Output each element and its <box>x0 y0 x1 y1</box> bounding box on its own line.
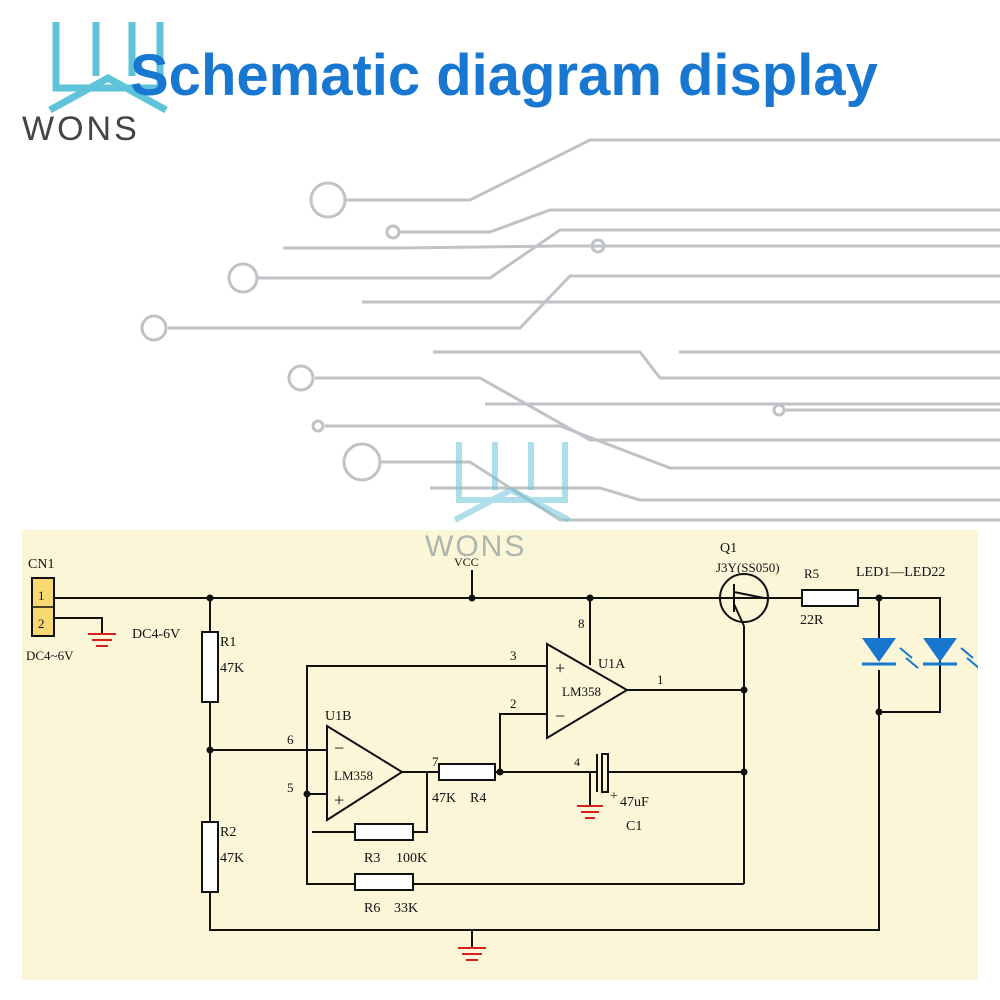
r2-value: 47K <box>220 851 244 866</box>
cn1-pin2: 2 <box>38 616 45 631</box>
vcc-label: VCC <box>454 555 479 569</box>
c1-value: 47uF <box>620 795 649 810</box>
r2-ref: R2 <box>220 825 236 840</box>
q1-ref: Q1 <box>720 541 737 556</box>
brand-name: WONS <box>22 110 140 148</box>
wire-left-rail <box>209 598 880 931</box>
connector-cn1: CN1 1 2 DC4~6V <box>26 557 74 663</box>
u1a-part: LM358 <box>562 684 601 699</box>
u1a-pin2: 2 <box>510 696 517 711</box>
r1-value: 47K <box>220 661 244 676</box>
r5-value: 22R <box>800 613 824 628</box>
wire-u1b-plus <box>306 793 744 885</box>
u1b-pin7: 7 <box>432 754 439 769</box>
wons-logo-mark <box>48 22 168 114</box>
page-title: Schematic diagram display <box>130 43 878 108</box>
r4-ref: R4 <box>470 791 486 806</box>
resistor-r2: R2 47K <box>201 821 244 893</box>
u1a-pin8: 8 <box>578 616 585 631</box>
wire-u1a-minus <box>499 713 547 772</box>
u1a-minus: − <box>555 706 565 726</box>
u1a-ref: U1A <box>598 657 626 672</box>
opamp-u1a: U1A LM358 + − 3 2 1 8 <box>510 616 664 740</box>
r6-ref: R6 <box>364 901 380 916</box>
u1a-plus: + <box>555 658 565 678</box>
opamp-u1b: U1B LM358 − + 6 5 7 <box>287 709 439 822</box>
wire-u1a-plus-feed <box>306 665 547 794</box>
led-array: LED1—LED22 <box>856 565 978 669</box>
cn1-supply: DC4~6V <box>26 648 74 663</box>
c1-pin: 4 <box>574 755 580 769</box>
r3-ref: R3 <box>364 851 380 866</box>
r6-value: 33K <box>394 901 418 916</box>
ground-symbol <box>88 633 603 961</box>
watermark-text: WONS <box>425 530 527 563</box>
u1b-plus: + <box>334 790 344 810</box>
resistor-r4: 47K R4 <box>432 763 496 806</box>
r3-value: 100K <box>396 851 427 866</box>
wire-u1b-out <box>402 771 428 833</box>
schematic-diagram: CN1 1 2 DC4~6V DC4-6V VCC R1 47K R2 47K … <box>26 541 978 961</box>
c1-ref: C1 <box>626 819 642 834</box>
watermark-logo <box>453 442 571 523</box>
capacitor-c1: 4 + 47uF C1 <box>574 753 649 834</box>
resistor-r6: R6 33K <box>354 873 418 916</box>
u1b-pin5: 5 <box>287 780 294 795</box>
u1b-pin6: 6 <box>287 732 294 747</box>
resistor-r3: R3 100K <box>354 823 427 866</box>
c1-plus: + <box>610 789 618 804</box>
r4-value: 47K <box>432 791 456 806</box>
cn1-pin1: 1 <box>38 588 45 603</box>
cn1-ref: CN1 <box>28 557 54 572</box>
wire-cn1-pin2 <box>50 617 103 634</box>
r5-ref: R5 <box>804 566 819 581</box>
u1b-minus: − <box>334 738 344 758</box>
transistor-q1: Q1 J3Y(SS050) <box>716 541 780 627</box>
u1b-ref: U1B <box>325 709 351 724</box>
led-label: LED1—LED22 <box>856 565 945 580</box>
wire-r5-out <box>858 597 941 713</box>
u1a-pin1: 1 <box>657 672 664 687</box>
q1-part: J3Y(SS050) <box>716 560 780 575</box>
resistor-r5: R5 22R <box>800 566 859 628</box>
u1b-part: LM358 <box>334 768 373 783</box>
u1a-pin3: 3 <box>510 648 517 663</box>
supply-label: DC4-6V <box>132 627 180 642</box>
resistor-r1: R1 47K <box>201 631 244 703</box>
r1-ref: R1 <box>220 635 236 650</box>
